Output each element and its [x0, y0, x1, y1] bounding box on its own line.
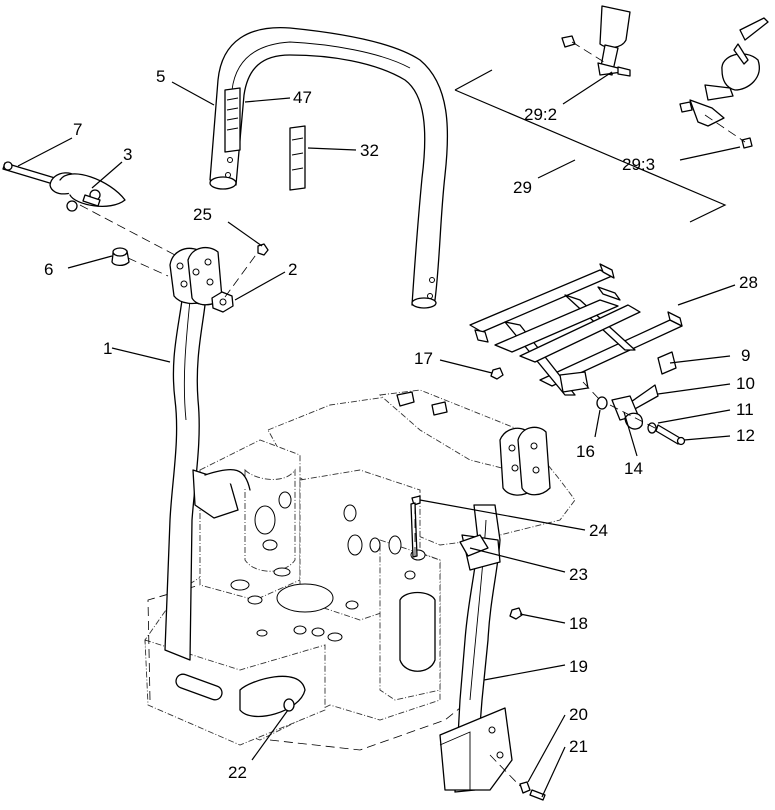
- callout-3: 3: [123, 145, 132, 164]
- callout-29: 29: [513, 178, 532, 197]
- callout-10: 10: [736, 374, 755, 393]
- callout-2: 2: [288, 260, 297, 279]
- seat-belt-retractor: [679, 17, 769, 149]
- callout-12: 12: [736, 426, 755, 445]
- fasteners-left: [111, 243, 269, 313]
- callout-20: 20: [569, 705, 588, 724]
- group-bracket-29: [454, 69, 727, 223]
- callout-6: 6: [44, 260, 53, 279]
- latch-assembly: [582, 351, 686, 446]
- rops-upper-hoop: [209, 26, 449, 309]
- callout-24: 24: [589, 521, 608, 540]
- callout-1: 1: [103, 339, 112, 358]
- rops-right-lower-tube: [439, 426, 551, 793]
- seat-mount-frame: [469, 263, 683, 396]
- callout-21: 21: [569, 737, 588, 756]
- callout-18: 18: [569, 614, 588, 633]
- callout-17: 17: [414, 349, 433, 368]
- callout-11: 11: [736, 400, 754, 419]
- callout-14: 14: [624, 459, 643, 478]
- callout-19: 19: [569, 657, 588, 676]
- callout-9: 9: [741, 346, 750, 365]
- callout-16: 16: [576, 442, 595, 461]
- callout-25: 25: [193, 205, 212, 224]
- callout-23: 23: [569, 565, 588, 584]
- pin-and-lanyard: [2, 161, 126, 212]
- callout-22: 22: [228, 763, 247, 782]
- seat-belt-buckle: [561, 5, 631, 77]
- callout-labels: 1 2 3 5 6 7 9 10 11 12 14 16 17 18 19 20…: [44, 67, 758, 782]
- callout-5: 5: [156, 67, 165, 86]
- callout-7: 7: [73, 120, 82, 139]
- callout-29-2: 29:2: [524, 105, 557, 124]
- callout-32: 32: [360, 141, 379, 160]
- callout-47: 47: [293, 88, 312, 107]
- leader-lines: [17, 71, 741, 798]
- pin-alignment-line: [79, 204, 176, 256]
- callout-29-3: 29:3: [622, 155, 655, 174]
- decal-part-32: [289, 125, 306, 191]
- rops-left-lower-tube: [164, 246, 251, 661]
- callout-28: 28: [739, 273, 758, 292]
